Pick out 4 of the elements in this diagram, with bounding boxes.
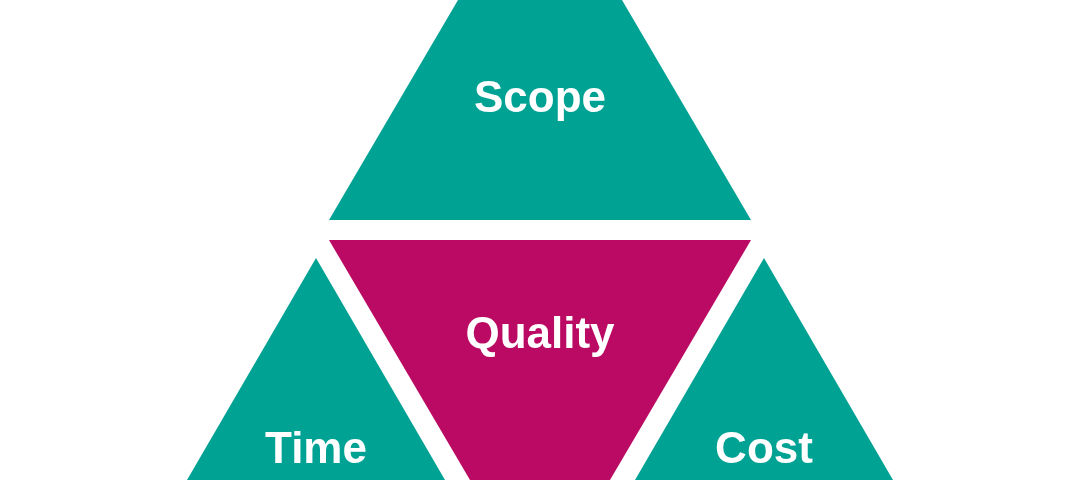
triangle-label: Time xyxy=(265,423,367,473)
triangle-label: Quality xyxy=(465,308,615,358)
triangle-label: Scope xyxy=(473,72,606,122)
triangle-label: Cost xyxy=(715,423,813,473)
